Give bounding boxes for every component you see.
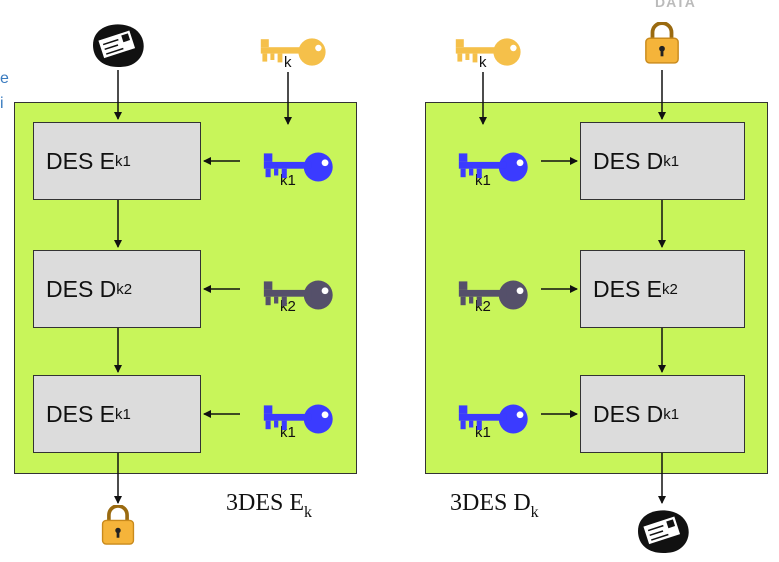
left-stage-3-label: DES E [46, 400, 116, 427]
left-caption-sub: k [304, 504, 312, 521]
left-stage-2-sub: k2 [116, 280, 133, 298]
edge-text-1: e [0, 70, 9, 87]
key-icon-right-k1-b [458, 404, 528, 434]
key-icon-left-k1-b [263, 404, 333, 434]
key-icon-right-k1-a [458, 152, 528, 182]
left-stage-1-label: DES E [46, 147, 116, 174]
right-stage-1-label: DES D [593, 147, 664, 174]
lock-icon-left-output [100, 505, 136, 545]
right-stage-3-sub: k1 [663, 405, 680, 423]
left-caption-main: 3DES E [226, 490, 304, 516]
key-icon-left-input-gold [260, 38, 326, 66]
right-stage-3-label: DES D [593, 400, 664, 427]
edge-text-2: i [0, 95, 4, 112]
key-icon-left-k2 [263, 280, 333, 310]
key-icon-right-k2 [458, 280, 528, 310]
right-stage-2-sub: k2 [662, 280, 678, 298]
plaintext-letter-icon-right-output [637, 509, 690, 554]
right-caption-main: 3DES D [450, 490, 531, 516]
left-stage-2-label: DES D [46, 275, 117, 302]
right-input-key-label: k [479, 54, 487, 71]
left-stage-1-sub: k1 [115, 152, 131, 170]
corner-logo: DATA [655, 0, 696, 10]
lock-icon-right-input [643, 22, 681, 64]
left-input-key-label: k [284, 54, 292, 71]
right-caption: 3DES Dk [450, 490, 539, 522]
plaintext-letter-icon-left-input [92, 23, 145, 68]
key-icon-left-k1-a [263, 152, 333, 182]
right-caption-sub: k [530, 504, 539, 521]
right-stage-1-sub: k1 [663, 152, 680, 170]
left-caption: 3DES Ek [226, 490, 312, 522]
right-stage-2-label: DES E [593, 275, 663, 302]
key-icon-right-input-gold [455, 38, 521, 66]
left-stage-3-sub: k1 [115, 405, 131, 423]
